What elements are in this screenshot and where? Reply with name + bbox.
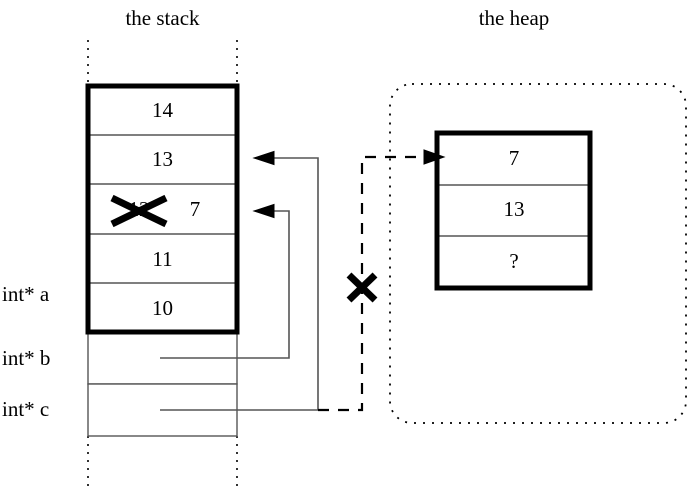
cross-mark-old-value — [110, 194, 168, 228]
heap-block-box — [434, 130, 593, 291]
dangling-pointer-arrowhead — [423, 149, 446, 165]
pointer-c-arrowhead — [252, 150, 275, 166]
stack-cell-value-0: 14 — [152, 98, 173, 122]
variable-label-b: int* b — [2, 346, 51, 370]
heap-title: the heap — [478, 6, 550, 30]
stack-cell-value-4: 10 — [152, 296, 173, 320]
variable-label-a: int* a — [2, 282, 50, 306]
dangling-pointer-path — [318, 155, 435, 412]
heap-cell-value-2: ? — [509, 249, 519, 273]
heap-cell-value-0: 7 — [508, 146, 520, 170]
stack-cell-value-2-new: 7 — [189, 197, 201, 221]
heap-cell-value-1: 13 — [503, 197, 525, 221]
stack-array-box — [85, 83, 240, 335]
stack-cell-value-3: 11 — [152, 247, 173, 271]
cross-mark-dangling — [346, 272, 378, 303]
variable-label-c: int* c — [2, 397, 50, 421]
pointer-c-path — [160, 157, 319, 411]
stack-title: the stack — [125, 6, 200, 30]
heap-boundary — [389, 83, 687, 424]
stack-cell-value-2-old: 12 — [128, 197, 150, 221]
stack-cell-value-1: 13 — [152, 147, 173, 171]
pointer-b-arrowhead — [252, 203, 275, 219]
